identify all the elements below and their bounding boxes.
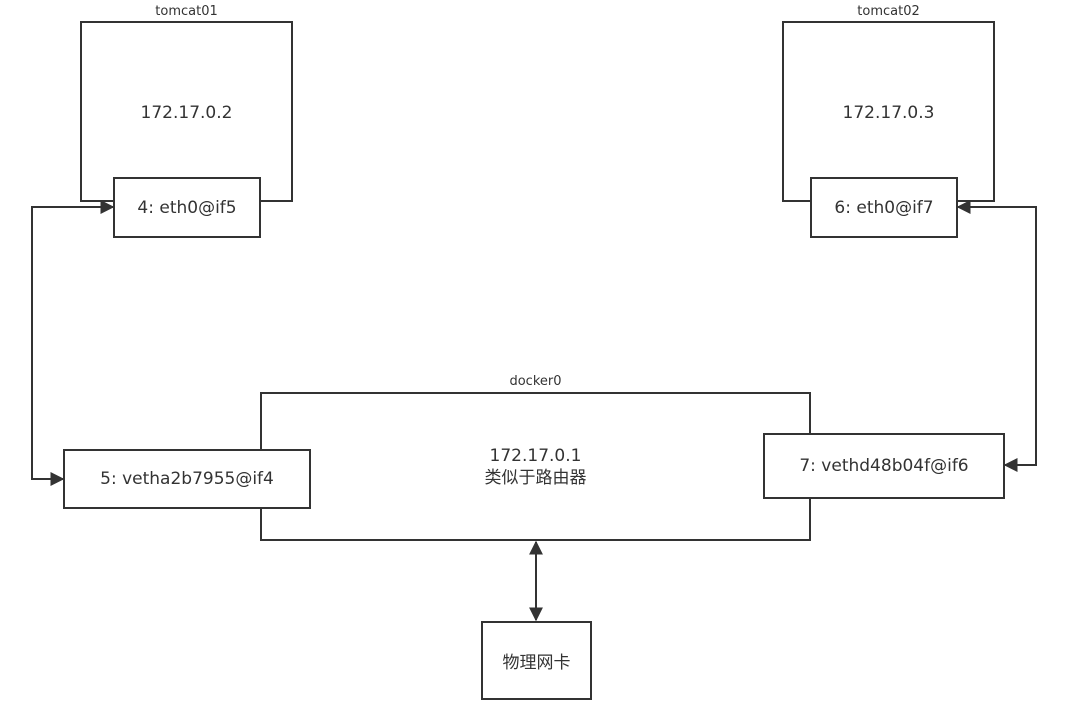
tomcat02-label: tomcat02: [857, 4, 920, 19]
docker0-description: 类似于路由器: [484, 468, 587, 488]
veth-right-interface: 7: vethd48b04f@if6: [763, 433, 1005, 499]
tomcat01-container: 172.17.0.2: [80, 21, 293, 202]
veth-right-label: 7: vethd48b04f@if6: [799, 456, 969, 476]
tomcat02-eth0-label: 6: eth0@if7: [834, 197, 934, 218]
veth-left-interface: 5: vetha2b7955@if4: [63, 449, 311, 509]
tomcat02-eth0-interface: 6: eth0@if7: [810, 177, 958, 238]
docker0-ip: 172.17.0.1: [489, 446, 582, 466]
docker0-bridge: 172.17.0.1 类似于路由器: [260, 392, 811, 541]
tomcat02-ip: 172.17.0.3: [842, 103, 935, 123]
docker0-label: docker0: [509, 374, 562, 389]
physical-nic-label: 物理网卡: [502, 653, 571, 673]
tomcat01-eth0-interface: 4: eth0@if5: [113, 177, 261, 238]
tomcat02-container: 172.17.0.3: [782, 21, 995, 202]
link-tomcat01-veth: [31, 200, 115, 486]
link-tomcat02-veth: [956, 200, 1037, 472]
tomcat01-ip: 172.17.0.2: [140, 103, 233, 123]
veth-left-label: 5: vetha2b7955@if4: [100, 469, 274, 489]
tomcat01-eth0-label: 4: eth0@if5: [137, 197, 237, 218]
docker0-text: 172.17.0.1 类似于路由器: [485, 445, 587, 489]
physical-nic: 物理网卡: [481, 621, 592, 700]
tomcat01-label: tomcat01: [155, 4, 218, 19]
